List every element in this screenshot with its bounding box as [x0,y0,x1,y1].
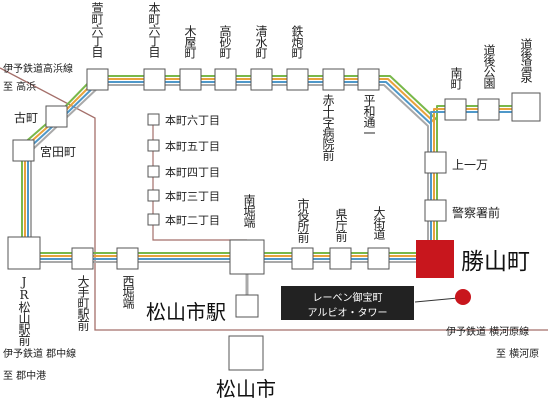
station-matsuyamashi-eki[interactable] [235,294,259,318]
honmachi-label-6: 本町六丁目 [165,114,220,127]
label-otemachi: 大手町駅前 [76,275,90,330]
label-kiyacho: 木屋町 [183,25,197,58]
honmachi-label-5: 本町五丁目 [165,140,220,153]
station-miyatacho[interactable] [12,139,35,162]
station-jr-matsuyama[interactable] [7,236,41,270]
honmachi-stop-2[interactable] [147,213,160,226]
honmachi-stop-6[interactable] [147,113,160,126]
honmachi-stop-3[interactable] [147,189,160,202]
label-kencho: 県庁前 [334,208,348,241]
station-keisatsusho[interactable] [424,199,447,222]
label-dogokoen: 道後公園 [482,44,496,88]
label-kamiichiman: 上一万 [452,158,489,172]
label-furumachi: 古町 [14,111,39,125]
label-miyatacho: 宮田町 [40,145,77,159]
station-takasagocho[interactable] [214,68,237,91]
label-to-yokogawara: 至 横河原 [496,349,540,360]
label-katsuyamacho: 勝山町 [461,249,530,275]
property-name-line1: レーベン御宝町 [312,293,383,304]
label-honmachi6-top: 本町六丁目 [147,2,161,57]
label-hiramachi1: 平和通一 [362,94,376,138]
station-teppocho[interactable] [286,68,309,91]
label-jr-matsuyama: JR松山駅前 [17,275,31,345]
property-pointer-line [414,297,459,303]
station-minamihoribata[interactable] [229,239,265,275]
label-shiyakusho: 市役所前 [296,198,310,242]
label-kayamachi6: 萱町六丁目 [90,2,104,57]
honmachi-label-3: 本町三丁目 [165,190,220,203]
station-matsuyamashi[interactable] [228,335,264,371]
station-okaido[interactable] [367,247,390,270]
label-takahama-line: 伊予鉄道高浜線 [3,64,73,75]
station-kamiichiman[interactable] [424,151,447,174]
label-teppocho: 鉄炮町 [290,25,304,58]
station-minamimachi[interactable] [444,98,467,121]
station-kiyacho[interactable] [179,68,202,91]
station-otemachi[interactable] [71,247,94,270]
label-sekijuji-text: 赤十字病院前 [321,94,335,160]
label-sekijuji: 赤十字病院前 [321,94,335,162]
honmachi-stop-4[interactable] [147,165,160,178]
station-katsuyamacho[interactable] [416,240,454,278]
label-to-takahama: 至 高浜 [3,82,37,93]
station-nishihoribata[interactable] [116,247,139,270]
property-name-line2: アルビオ・タワー [307,308,388,319]
honmachi-stop-5[interactable] [147,139,160,152]
label-keisatsusho: 警察署前 [452,206,501,220]
property-label-box [281,286,414,320]
station-shiyakusho[interactable] [291,247,314,270]
station-sekijuji[interactable] [322,68,345,91]
label-gunchu-line: 伊予鉄道 郡中線 [3,349,77,360]
label-yokogawara-line: 伊予鉄道 横河原線 [446,327,530,338]
station-hiramachi1[interactable] [357,68,380,91]
station-kencho[interactable] [329,247,352,270]
label-dogoonsen: 道後温泉 [519,38,533,82]
label-matsuyamashi: 松山市 [216,377,276,401]
station-shimizucho[interactable] [250,68,273,91]
honmachi-label-2: 本町二丁目 [165,214,220,227]
label-minamimachi: 南町 [449,67,463,89]
station-kayamachi6[interactable] [86,68,109,91]
station-honmachi6[interactable] [143,68,166,91]
label-minamihoribata: 南堀端 [242,194,256,227]
station-dogoonsen[interactable] [511,92,541,122]
label-to-gunchuko: 至 郡中港 [3,371,47,382]
label-okaido: 大街道 [372,206,386,239]
label-takasagocho: 高砂町 [218,25,232,58]
property-marker[interactable] [455,289,471,305]
takahama-railway-line [0,67,548,331]
label-matsuyamashi-eki: 松山市駅 [146,300,226,324]
honmachi-branch [152,118,247,241]
station-dogokoen[interactable] [477,98,500,121]
station-furumachi[interactable] [45,105,68,128]
label-nishihoribata: 西堀端 [121,275,135,308]
honmachi-label-4: 本町四丁目 [165,166,220,179]
label-shimizucho: 清水町 [254,25,268,58]
